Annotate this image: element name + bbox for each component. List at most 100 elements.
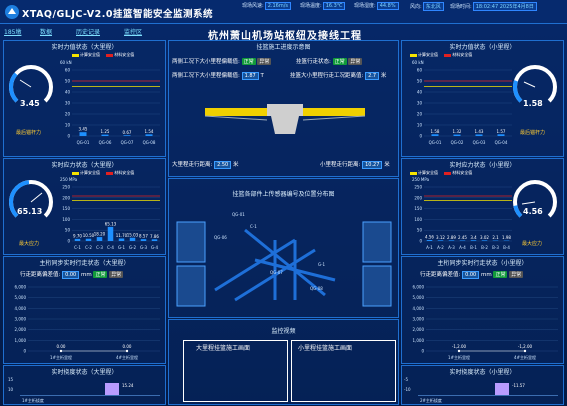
right-force-legend: 计算安全值 材料安全值 [410, 52, 472, 58]
offset-status-badge: 正常 [241, 58, 256, 65]
bar [85, 238, 92, 241]
bar-value-label: 2.45 [458, 235, 467, 240]
data-point [125, 349, 129, 353]
left-tilt-ybot: 10 [8, 387, 14, 392]
x-tick-label: A-1 [426, 245, 433, 250]
left-sync-row: 行走距离偏差值: 0.00 mm 正常 异常 [20, 271, 124, 279]
y-tick-label: 2,000 [413, 327, 425, 332]
bar [145, 134, 153, 136]
left-force-gauge-caption: 最后锚杆力 [16, 130, 42, 136]
left-tilt-panel [3, 365, 166, 405]
design-swatch-icon [72, 171, 79, 175]
x-tick-label: 4#主桁里程 [116, 354, 138, 360]
truss-diagram [176, 221, 392, 307]
bar-value-label: 9.70 [73, 233, 82, 238]
left-tilt-bar [105, 383, 119, 395]
left-stress-legend: 计算安全值 材料安全值 [72, 170, 134, 176]
right-force-gauge-value: 1.58 [523, 99, 543, 108]
tab-pier[interactable]: 185墩 [4, 29, 22, 36]
x-tick-label: QG-02 [451, 140, 464, 145]
y-tick-label: 30 [65, 101, 71, 106]
y-tick-label: 0 [421, 349, 424, 354]
bridge-illustration [205, 104, 365, 134]
bar-value-label: 15.03 [127, 232, 139, 237]
x-tick-label: G-3 [140, 245, 148, 250]
y-tick-label: 50 [65, 228, 71, 233]
bar-value-label: 1.43 [475, 129, 484, 134]
offset-value: 1.87 [241, 72, 259, 80]
left-stress-chart: 2502001501005009.70C-110.50C-218.20C-365… [62, 185, 160, 250]
y-tick-label: 250 [414, 185, 422, 190]
bar [101, 134, 109, 136]
wind-direction-readout: 风向:东北风 [410, 2, 444, 11]
material-swatch-icon [444, 171, 452, 175]
x-tick-label: QG-06 [99, 140, 112, 145]
right-sync-value: 0.00 [462, 271, 480, 279]
y-tick-label: 5,000 [413, 295, 425, 300]
y-tick-label: 40 [417, 90, 423, 95]
y-tick-label: 1,000 [413, 338, 425, 343]
bar [459, 240, 466, 241]
x-tick-label: 1#主桁里程 [50, 354, 72, 360]
right-force-panel [401, 40, 564, 157]
bar-value-label: 1.32 [453, 129, 462, 134]
x-tick-label: B-4 [503, 245, 510, 250]
right-sync-row: 行走距离偏差值: 0.00 mm 正常 异常 [420, 271, 524, 279]
tab-monitor[interactable]: 监控区 [124, 29, 143, 36]
material-swatch-icon [444, 53, 452, 57]
y-tick-label: 0 [67, 239, 70, 244]
y-tick-label: 30 [417, 101, 423, 106]
left-stress-gauge [8, 180, 53, 224]
bar [448, 240, 455, 241]
walk-state-row: 挂篮行走状态: 正常 异常 [296, 58, 363, 65]
x-tick-label: A-4 [459, 245, 466, 250]
y-tick-label: 1,000 [15, 338, 27, 343]
right-tilt-title: 实时挠度状态（小里程） [449, 369, 516, 376]
right-force-gauge-caption: 最后锚杆力 [520, 130, 546, 136]
y-tick-label: 0 [67, 134, 70, 139]
left-force-gauge [8, 65, 53, 109]
right-sync-chart: 6,0005,0004,0003,0002,0001,0000-1,2.001#… [413, 285, 558, 360]
offset-flag-badge: 异常 [257, 58, 272, 65]
left-stress-gauge-value: 65.13 [17, 207, 43, 216]
x-tick-label: QG-07 [121, 140, 134, 145]
design-swatch-icon [410, 171, 417, 175]
left-tilt-axis [20, 395, 160, 396]
bar-value-label: 2.89 [447, 235, 456, 240]
bar-value-label: 8.57 [139, 234, 148, 239]
monitor-panel [168, 319, 399, 405]
tab-data[interactable]: 数据 [40, 29, 53, 36]
x-tick-label: B-3 [492, 245, 499, 250]
tab-history[interactable]: 历史记录 [76, 29, 101, 36]
y-tick-label: 60 [417, 68, 423, 73]
y-tick-label: 5,000 [15, 295, 27, 300]
wind-speed-readout: 现场风速:2.16m/s [242, 2, 291, 10]
bar-value-label: 1.98 [502, 235, 511, 240]
bar [151, 239, 158, 241]
right-sync-flag-badge: 异常 [509, 271, 524, 278]
point-label: -1,2.00 [518, 344, 533, 349]
monitor-title: 监控视频 [271, 328, 296, 335]
right-stress-chart: 2502001501005004.56A-13.12A-22.89A-32.45… [414, 185, 512, 250]
bar [140, 239, 147, 241]
right-stress-gauge [513, 180, 557, 224]
y-tick-label: 20 [417, 112, 423, 117]
site-time-readout: 现场时间:18:02:47 2025年4月8日 [450, 2, 537, 11]
x-tick-label: QG-01 [429, 140, 442, 145]
x-tick-label: G-1 [118, 245, 126, 250]
right-force-chart: 60504030201001.58QG-011.32QG-021.43QG-03… [417, 68, 512, 145]
bar-value-label: 10.50 [83, 233, 95, 238]
left-sync-title: 主桁同步实时行走状态（大里程） [39, 260, 130, 267]
y-tick-label: 50 [417, 79, 423, 84]
small-walk-row: 小里程走行距离: 10.27 米 [320, 161, 390, 169]
offset-value-row: 两侧工况下大小里程偏载值: 1.87 T [172, 72, 264, 80]
design-swatch-icon [72, 53, 79, 57]
left-force-gauge-value: 3.45 [20, 99, 40, 108]
small-video-frame[interactable] [291, 340, 396, 402]
left-sync-panel [3, 256, 166, 364]
y-tick-label: 4,000 [413, 306, 425, 311]
x-tick-label: QG-04 [495, 140, 508, 145]
big-video-frame[interactable] [183, 340, 288, 402]
y-tick-label: 4,000 [15, 306, 27, 311]
y-tick-label: 200 [414, 195, 422, 200]
